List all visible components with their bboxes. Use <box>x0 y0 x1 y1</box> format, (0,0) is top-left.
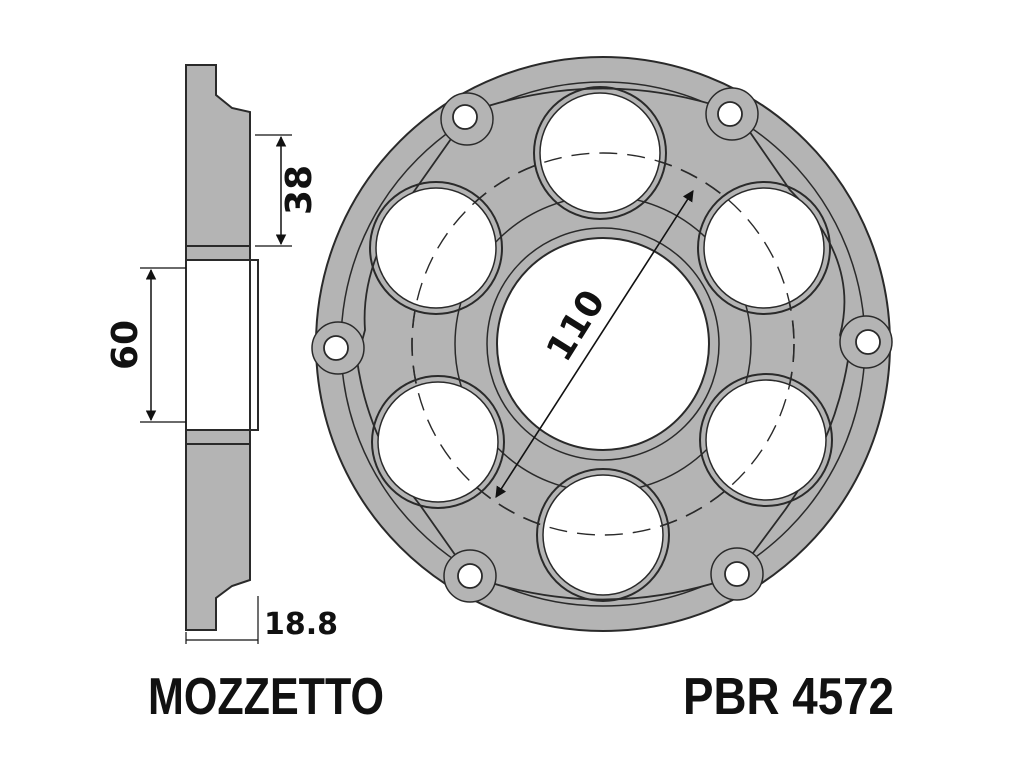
large-hole <box>371 375 505 509</box>
side-bore-lip <box>249 259 259 431</box>
large-hole <box>369 181 503 315</box>
bolt-hole <box>311 321 365 375</box>
bolt-hole <box>440 92 494 146</box>
side-hub-face-lower <box>185 429 251 445</box>
bolt-hole <box>443 549 497 603</box>
large-hole <box>699 373 833 507</box>
large-hole <box>697 181 831 315</box>
large-hole <box>536 468 670 602</box>
center-bore <box>496 237 710 451</box>
side-hub-face <box>185 245 251 261</box>
large-holes <box>369 86 833 602</box>
dim-38-label: 38 <box>279 165 320 215</box>
side-profile <box>185 64 251 247</box>
part-code-label: PBR 4572 <box>683 668 894 726</box>
bolt-hole <box>839 315 893 369</box>
side-view: 38 60 18.8 <box>105 64 338 644</box>
pitch-circle-overlay <box>411 152 795 536</box>
part-name-label: MOZZETTO <box>148 668 384 726</box>
bolt-holes <box>311 87 893 603</box>
side-profile-lower <box>185 443 251 631</box>
dim-18-label: 18.8 <box>264 607 338 642</box>
bolt-hole <box>705 87 759 141</box>
dim-110-line <box>495 190 694 498</box>
dim-60-label: 60 <box>105 320 146 370</box>
side-bore <box>185 259 251 431</box>
front-view: 110 <box>311 56 893 632</box>
bolt-hole <box>710 547 764 601</box>
